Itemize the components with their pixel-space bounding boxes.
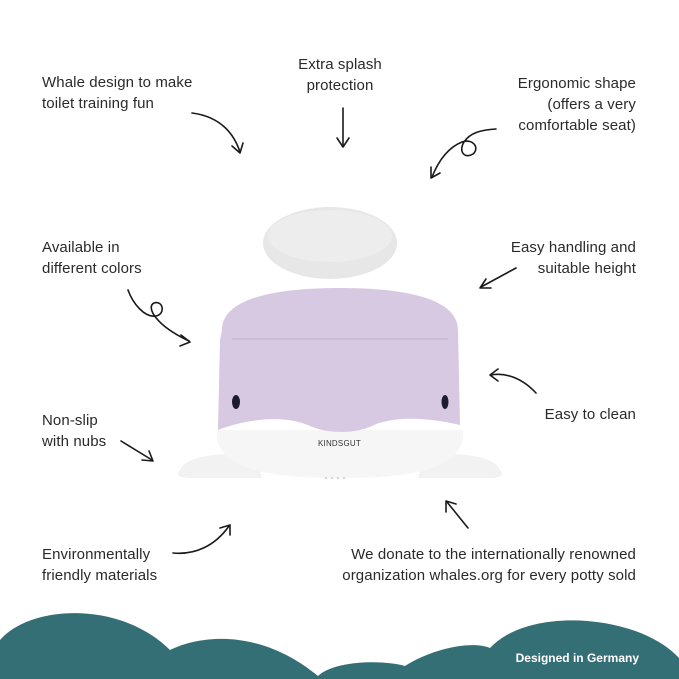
curved-arrow-icon	[489, 368, 537, 394]
feature-line: suitable height	[537, 260, 636, 277]
feature-splash-protection: Extra splash protection	[270, 54, 410, 96]
feature-line: Ergonomic shape	[517, 75, 636, 92]
feature-line: friendly materials	[42, 567, 158, 584]
feature-line: protection	[306, 77, 374, 94]
feature-line: We donate to the internationally renowne…	[351, 546, 636, 563]
feature-line: Non-slip	[42, 412, 98, 429]
left-eye	[232, 395, 240, 409]
whale-potty-image	[178, 207, 502, 480]
curved-arrow-icon	[172, 524, 231, 555]
feature-colors: Available in different colors	[42, 237, 142, 279]
feature-line: (offers a very	[547, 96, 636, 113]
feature-line: toilet training fun	[42, 95, 154, 112]
right-eye	[441, 395, 449, 409]
loop-arrow-icon	[127, 289, 191, 347]
down-arrow-icon	[336, 107, 350, 148]
feature-line: different colors	[42, 260, 142, 277]
curved-arrow-icon	[191, 112, 244, 154]
feature-donation: We donate to the internationally renowne…	[342, 544, 636, 586]
arrow-icon	[445, 500, 469, 529]
feature-non-slip: Non-slip with nubs	[42, 410, 106, 452]
brand-logo: KINDSGUT	[318, 439, 361, 448]
feature-easy-clean: Easy to clean	[545, 404, 636, 425]
potty-body	[218, 288, 460, 432]
feature-line: Easy to clean	[544, 406, 636, 423]
arrow-icon	[120, 440, 154, 462]
loop-arrow-icon	[430, 128, 497, 179]
feature-eco-materials: Environmentally friendly materials	[42, 544, 157, 586]
feature-line: with nubs	[42, 433, 107, 450]
designed-in-germany-label: Designed in Germany	[515, 651, 639, 665]
potty-base	[217, 430, 463, 478]
feature-line: Environmentally	[42, 546, 151, 563]
feature-handling: Easy handling and suitable height	[511, 237, 636, 279]
footer-clouds	[0, 613, 679, 679]
arrow-icon	[479, 267, 517, 289]
feature-line: Available in	[42, 239, 120, 256]
feature-line: Extra splash	[298, 56, 382, 73]
feature-line: Easy handling and	[510, 239, 636, 256]
feature-line: organization whales.org for every potty …	[342, 567, 636, 584]
feature-ergonomic-shape: Ergonomic shape (offers a very comfortab…	[518, 73, 636, 136]
feature-line: Whale design to make	[42, 74, 193, 91]
feature-whale-design: Whale design to make toilet training fun	[42, 72, 192, 114]
feature-line: comfortable seat)	[518, 117, 636, 134]
